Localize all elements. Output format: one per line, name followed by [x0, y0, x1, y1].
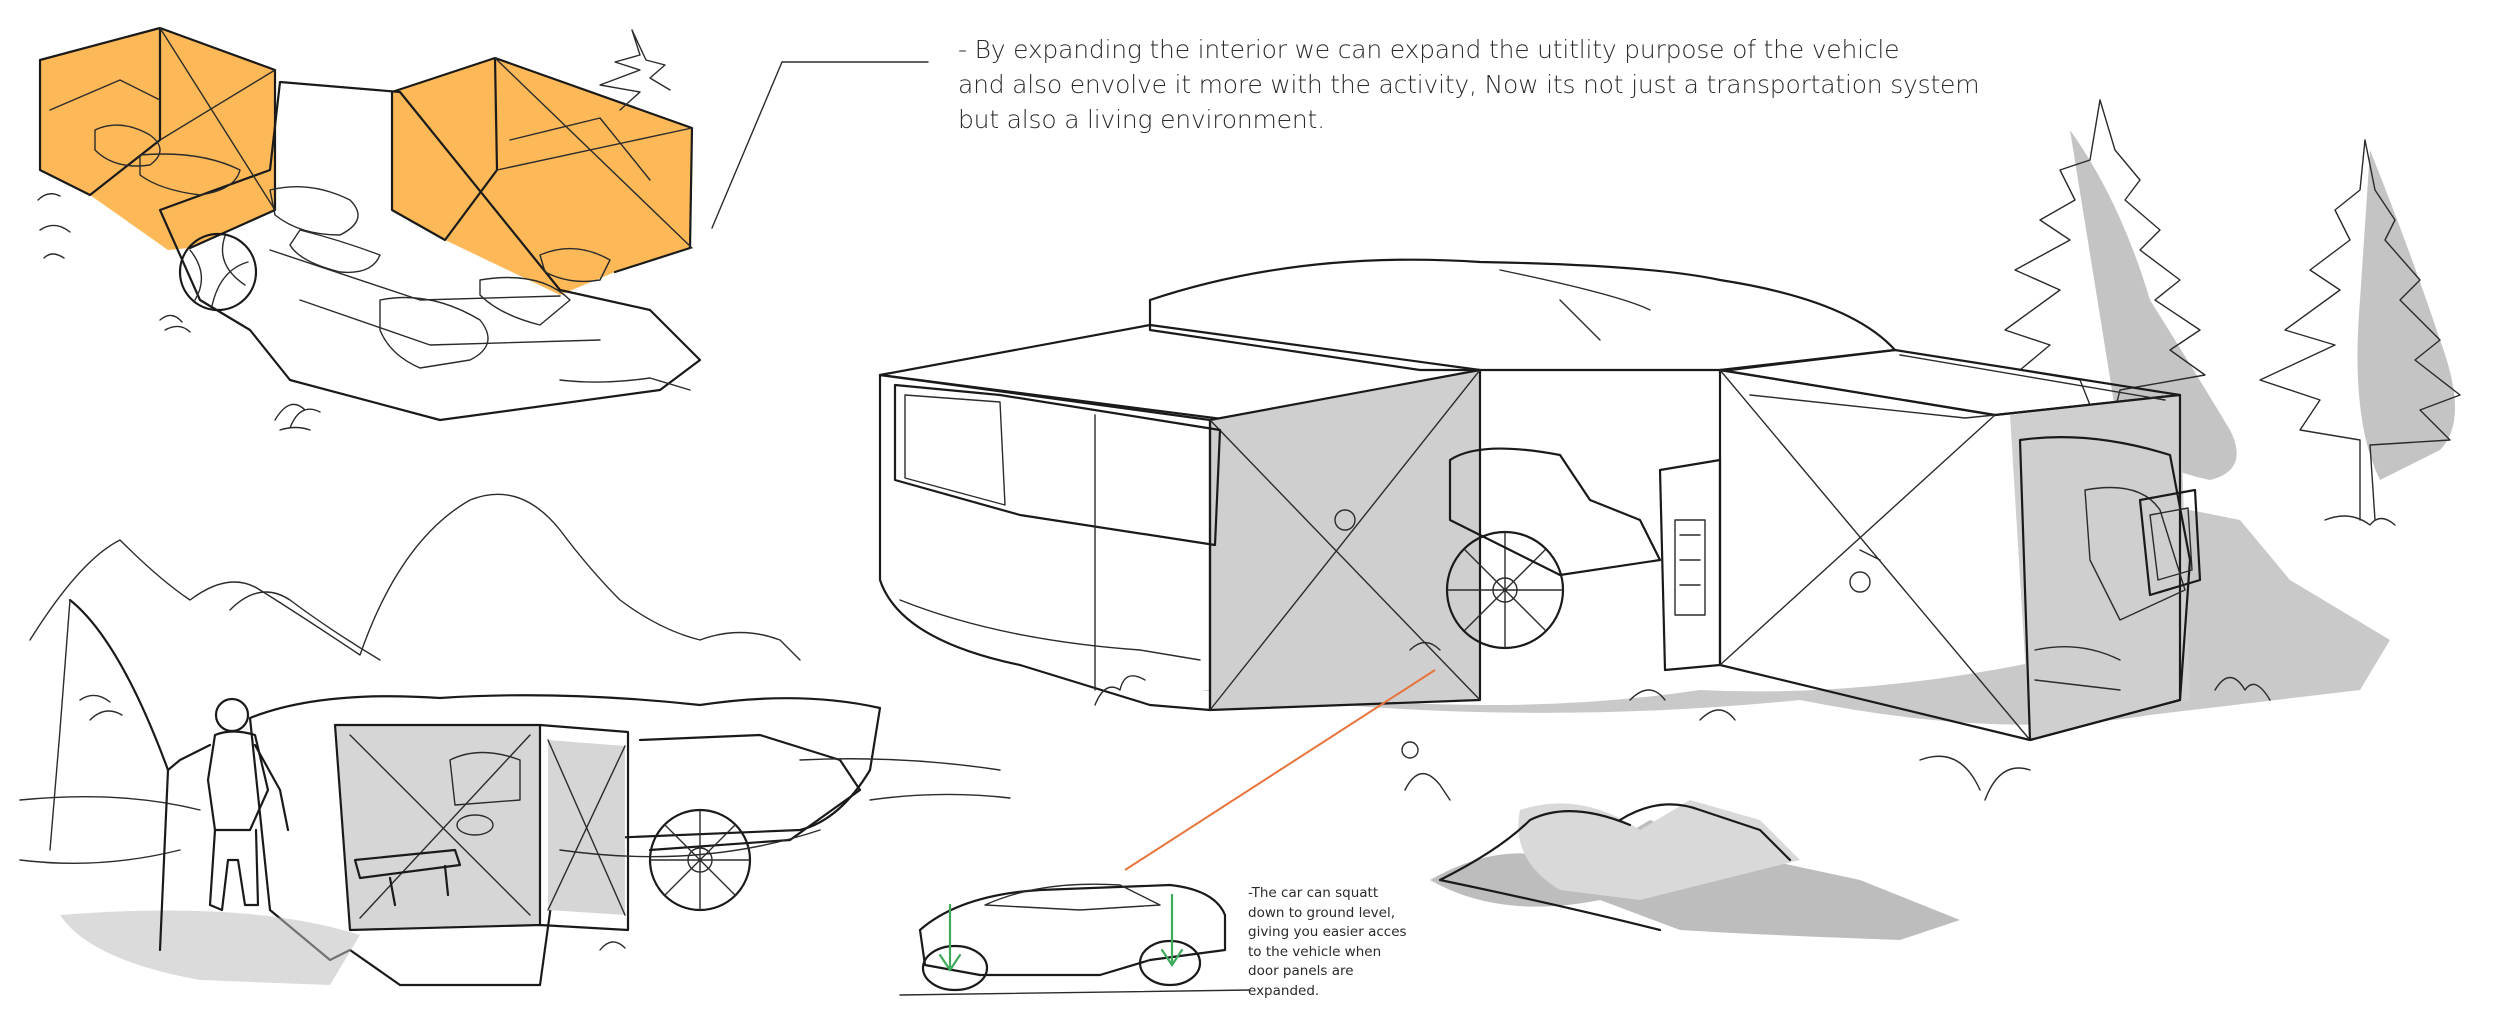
left-module-highlight	[40, 28, 275, 250]
squat-caption-line: down to ground level,	[1248, 904, 1396, 921]
room-interior-shade	[335, 725, 540, 930]
squat-caption-line: expanded.	[1248, 982, 1320, 999]
main-caption-line: but also a living environment.	[958, 105, 1325, 134]
fishing-scene-sketch	[19, 493, 1011, 987]
down-arrow-icon	[1160, 893, 1184, 967]
expanded-vehicle-sketch	[878, 99, 2461, 940]
caption-leader-line	[711, 61, 929, 229]
right-module-highlight	[392, 58, 692, 295]
squat-caption: -The car can squatt down to ground level…	[1248, 884, 1423, 1001]
main-caption-line: and also envolve it more with the activi…	[958, 70, 1980, 99]
squat-caption-line: to the vehicle when	[1248, 943, 1382, 960]
squat-caption-line: giving you easier acces	[1248, 924, 1407, 940]
squat-caption-line: door panels are	[1248, 963, 1354, 979]
squat-leader-line	[1124, 669, 1436, 871]
main-caption: - By expanding the interior we can expan…	[958, 32, 1980, 137]
squat-caption-line: -The car can squatt	[1248, 885, 1379, 901]
interior-plan-sketch	[37, 26, 702, 431]
squat-thumbnail-sketch	[899, 883, 1251, 996]
down-arrow-icon	[938, 903, 962, 972]
main-caption-line: - By expanding the interior we can expan…	[958, 35, 1900, 64]
